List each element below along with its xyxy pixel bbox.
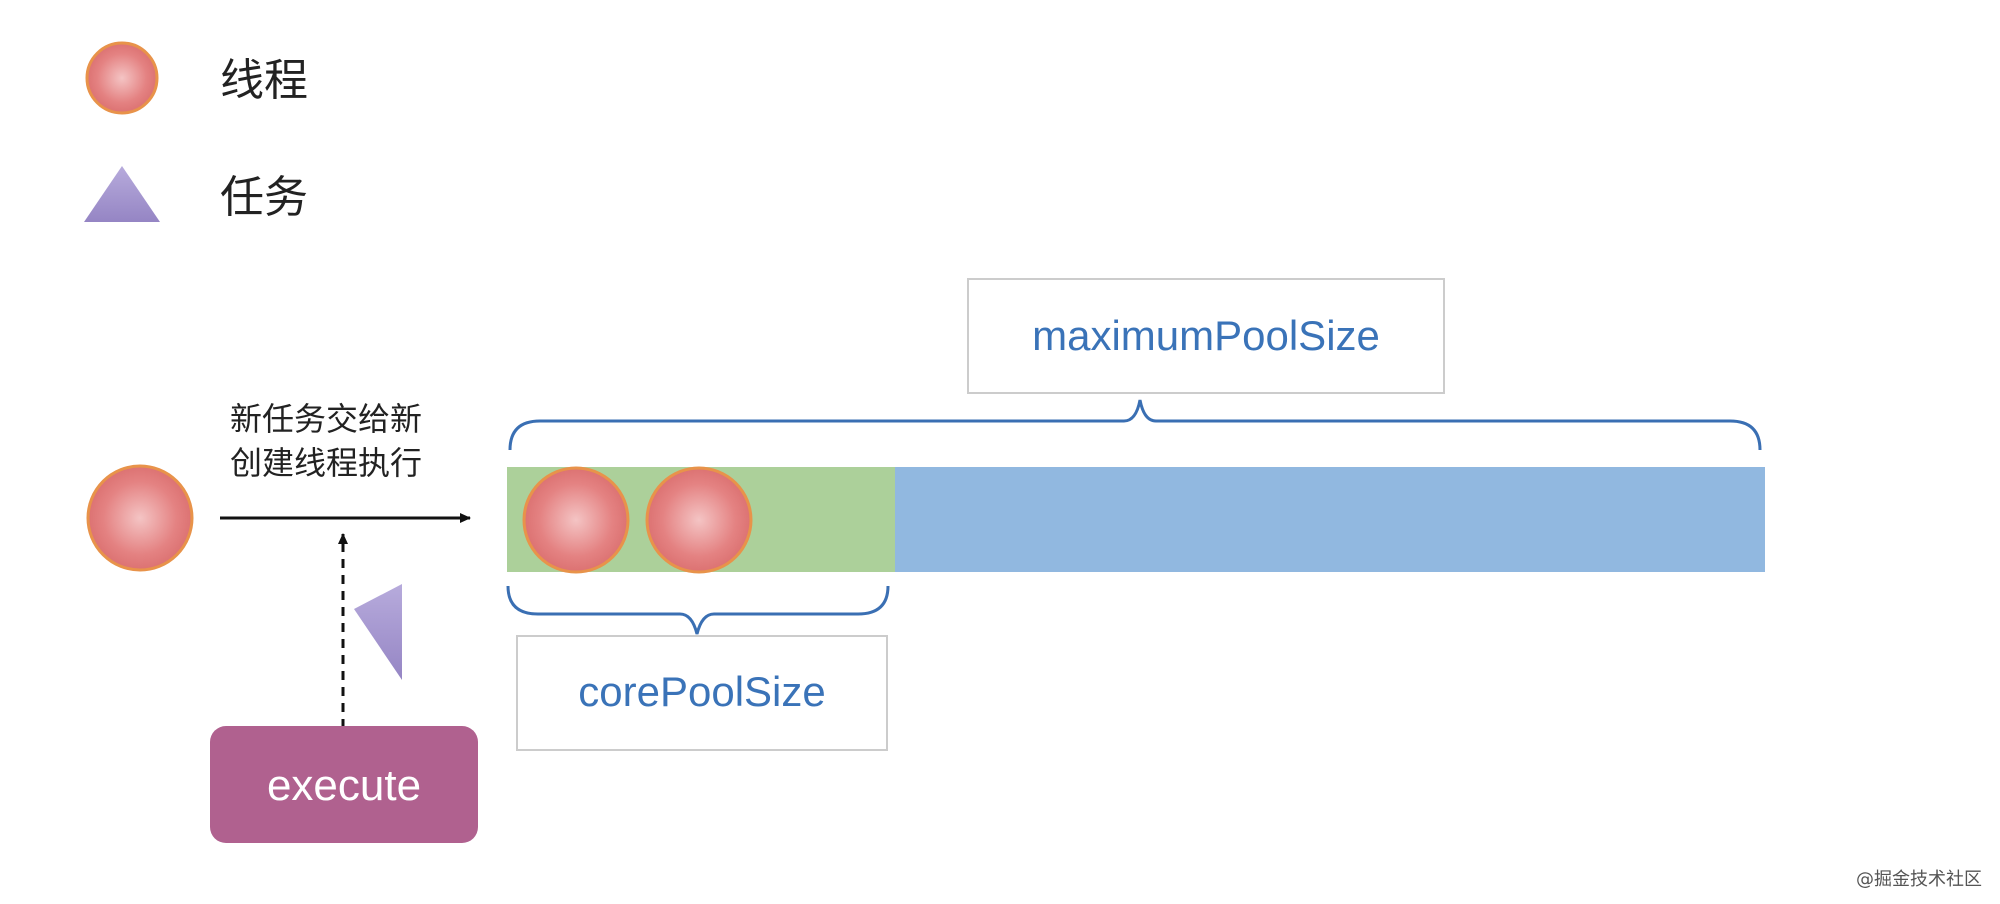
incoming-task-icon <box>354 584 402 680</box>
new-thread-circle <box>86 464 194 572</box>
core-pool-size-label: corePoolSize <box>578 668 825 715</box>
watermark-text: @掘金技术社区 <box>1856 869 1982 890</box>
execute-label: execute <box>267 761 421 810</box>
execute-button[interactable] <box>210 726 478 843</box>
max-pool-segment <box>895 467 1765 572</box>
new-thread-caption-line2: 创建线程执行 <box>230 444 422 482</box>
core-pool-size-box <box>516 635 888 751</box>
maximum-pool-size-label: maximumPoolSize <box>1032 312 1380 359</box>
core-thread-1 <box>522 466 630 574</box>
core-thread-2 <box>645 466 753 574</box>
maximum-pool-brace <box>508 399 1762 451</box>
legend-thread-icon <box>85 41 159 115</box>
legend-thread-label: 线程 <box>220 55 308 106</box>
new-thread-caption-line1: 新任务交给新 <box>230 400 422 438</box>
core-pool-brace <box>506 585 890 635</box>
legend-task-label: 任务 <box>220 172 308 223</box>
maximum-pool-size-box <box>967 278 1445 394</box>
legend-task-icon <box>84 166 160 222</box>
